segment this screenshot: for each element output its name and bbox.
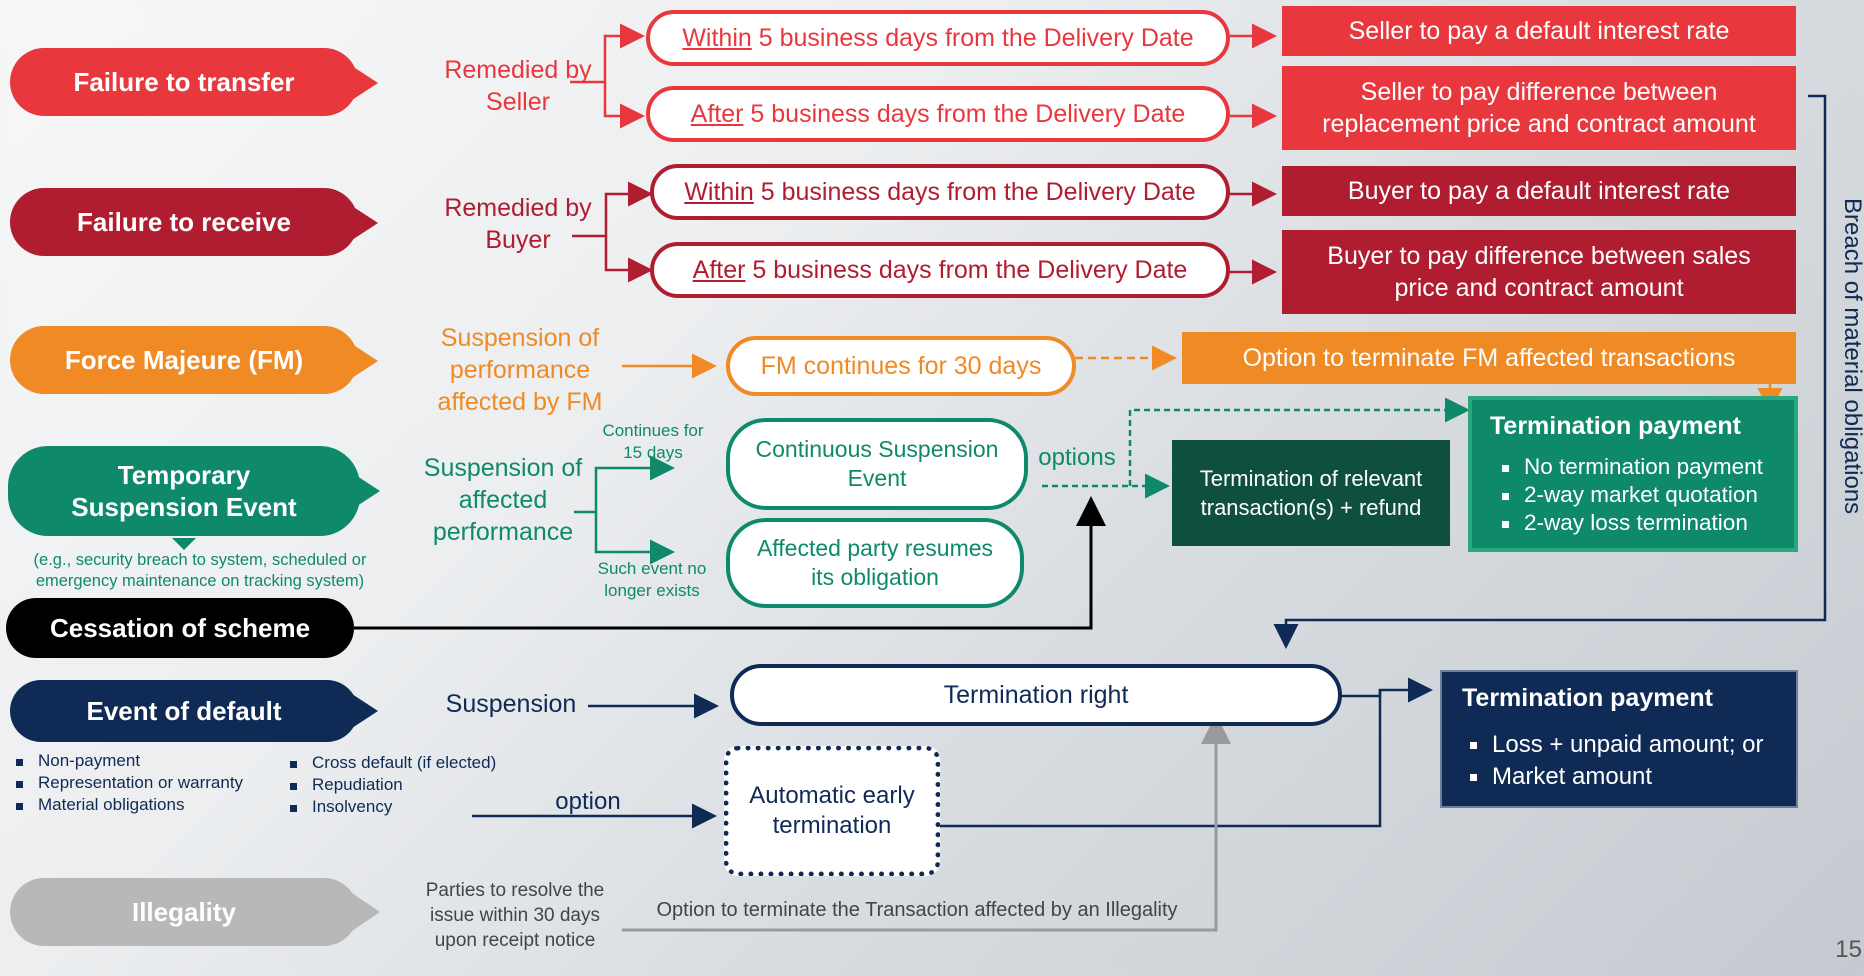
automatic-early-termination-box: Automatic early termination <box>724 746 940 876</box>
illegality-resolve-label: Parties to resolve the issue within 30 d… <box>425 880 605 951</box>
termination-payment-navy-box: Termination payment Loss + unpaid amount… <box>1440 670 1798 808</box>
buyer-default-interest-box: Buyer to pay a default interest rate <box>1282 166 1796 216</box>
default-item: Material obligations <box>12 794 282 816</box>
days-text: 5 business days from the Delivery Date <box>751 23 1194 52</box>
failure-to-receive-event: Failure to receive <box>10 188 358 256</box>
termination-payment-item: Loss + unpaid amount; or <box>1466 729 1776 761</box>
tse-example-note: (e.g., security breach to system, schedu… <box>33 551 367 590</box>
seller-within-5-days: Within 5 business days from the Delivery… <box>646 10 1230 66</box>
termination-payment-title: Termination payment <box>1462 684 1713 712</box>
default-list-right: Cross default (if elected) Repudiation I… <box>286 752 556 818</box>
termination-payment-item: 2-way market quotation <box>1498 481 1776 509</box>
continues-15-days-label: Continues for 15 days <box>602 421 704 462</box>
illegality-connector <box>622 714 1231 932</box>
days-text: 5 business days from the Delivery Date <box>743 99 1186 128</box>
termination-payment-item: 2-way loss termination <box>1498 509 1776 537</box>
tse-down-arrow-icon <box>172 538 196 550</box>
force-majeure-event: Force Majeure (FM) <box>10 326 358 394</box>
suspension-label: Suspension <box>445 690 577 718</box>
illegality-event: Illegality <box>10 878 358 946</box>
buyer-within-5-days: Within 5 business days from the Delivery… <box>650 164 1230 220</box>
page-number: 15 <box>1835 936 1862 963</box>
seller-difference-box: Seller to pay difference between replace… <box>1282 66 1796 150</box>
affected-party-resumes: Affected party resumes its obligation <box>726 518 1024 608</box>
fm-continues-30-days: FM continues for 30 days <box>726 336 1076 396</box>
tse-arrow-icon <box>354 474 380 508</box>
default-item: Repudiation <box>286 774 556 796</box>
termination-relevant-transactions-box: Termination of relevant transaction(s) +… <box>1172 440 1450 546</box>
transfer-connectors <box>570 23 1277 129</box>
buyer-after-5-days: After 5 business days from the Delivery … <box>650 242 1230 298</box>
failure-receive-arrow-icon <box>352 206 378 240</box>
after-text: After <box>692 255 746 284</box>
option-label: option <box>555 788 621 815</box>
eod-arrow-icon <box>352 694 378 728</box>
continuous-suspension-event: Continuous Suspension Event <box>726 418 1028 510</box>
after-text: After <box>690 99 744 128</box>
cessation-connector <box>354 496 1106 630</box>
termination-payment-item: No termination payment <box>1498 453 1776 481</box>
tse-connectors <box>574 397 1470 565</box>
termination-payment-green-box: Termination payment No termination payme… <box>1468 396 1798 552</box>
fm-arrow-icon <box>352 344 378 378</box>
event-of-default: Event of default <box>10 680 358 742</box>
illegality-arrow-icon <box>352 893 380 931</box>
illegality-option-label: Option to terminate the Transaction affe… <box>656 899 1178 921</box>
navy-connectors <box>472 94 1827 829</box>
fm-suspension-label: Suspension of performance affected by FM <box>437 324 603 416</box>
options-label: options <box>1038 444 1116 471</box>
cessation-of-scheme-event: Cessation of scheme <box>6 598 354 658</box>
days-text: 5 business days from the Delivery Date <box>753 177 1196 206</box>
breach-of-material-obligations-label: Breach of material obligations <box>1839 197 1864 515</box>
termination-payment-item: Market amount <box>1466 761 1776 793</box>
within-text: Within <box>682 23 752 52</box>
default-item: Non-payment <box>12 750 282 772</box>
termination-right-box: Termination right <box>730 664 1342 726</box>
default-item: Cross default (if elected) <box>286 752 556 774</box>
buyer-difference-box: Buyer to pay difference between sales pr… <box>1282 230 1796 314</box>
seller-default-interest-box: Seller to pay a default interest rate <box>1282 6 1796 56</box>
failure-transfer-arrow-icon <box>352 66 378 100</box>
default-item: Insolvency <box>286 796 556 818</box>
seller-after-5-days: After 5 business days from the Delivery … <box>646 86 1230 142</box>
remedied-by-buyer-label: Remedied by Buyer <box>444 194 592 254</box>
fm-option-terminate-box: Option to terminate FM affected transact… <box>1182 332 1796 384</box>
default-item: Representation or warranty <box>12 772 282 794</box>
within-text: Within <box>684 177 754 206</box>
days-text: 5 business days from the Delivery Date <box>745 255 1188 284</box>
remedied-by-seller-label: Remedied by Seller <box>444 56 592 116</box>
temporary-suspension-event: Temporary Suspension Event <box>8 446 360 536</box>
receive-connectors <box>572 181 1277 285</box>
tse-suspension-label: Suspension of affected performance <box>423 454 583 546</box>
termination-payment-title: Termination payment <box>1490 412 1741 440</box>
failure-to-transfer-event: Failure to transfer <box>10 48 358 116</box>
default-list-left: Non-payment Representation or warranty M… <box>12 750 282 816</box>
no-longer-exists-label: Such event no longer exists <box>597 559 707 600</box>
